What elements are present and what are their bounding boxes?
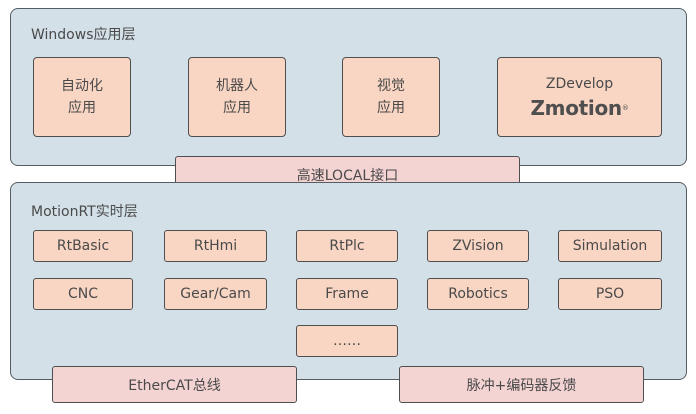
module-zvision: ZVision bbox=[427, 230, 529, 262]
module-robotics-label: Robotics bbox=[448, 286, 508, 302]
pulse-encoder-label: 脉冲+编码器反馈 bbox=[466, 377, 577, 394]
module-frame: Frame bbox=[296, 278, 398, 310]
robot-app-line1: 机器人 bbox=[216, 78, 258, 94]
vision-app-line2: 应用 bbox=[377, 100, 405, 116]
ethercat-bus-box: EtherCAT总线 bbox=[52, 366, 297, 403]
vision-app-line1: 视觉 bbox=[377, 78, 405, 94]
zdevelop-box: ZDevelop Zmotion® bbox=[497, 57, 662, 137]
zmotion-logo: Zmotion® bbox=[530, 96, 629, 120]
module-more-label: …… bbox=[333, 333, 361, 349]
zdevelop-name: ZDevelop bbox=[545, 76, 614, 92]
module-rtbasic-label: RtBasic bbox=[56, 238, 110, 254]
module-zvision-label: ZVision bbox=[452, 238, 504, 254]
automation-app-line1: 自动化 bbox=[61, 78, 103, 94]
module-robotics: Robotics bbox=[427, 278, 529, 310]
automation-app-line2: 应用 bbox=[68, 100, 96, 116]
module-simulation: Simulation bbox=[558, 230, 662, 262]
module-pso-label: PSO bbox=[595, 286, 625, 302]
automation-app-box: 自动化 应用 bbox=[33, 57, 131, 137]
module-rthmi-label: RtHmi bbox=[193, 238, 238, 254]
windows-layer-title: Windows应用层 bbox=[31, 27, 136, 43]
module-pso: PSO bbox=[558, 278, 662, 310]
module-cnc-label: CNC bbox=[67, 286, 99, 302]
module-cnc: CNC bbox=[33, 278, 133, 310]
module-rtplc-label: RtPlc bbox=[329, 238, 365, 254]
robot-app-box: 机器人 应用 bbox=[188, 57, 286, 137]
vision-app-box: 视觉 应用 bbox=[342, 57, 440, 137]
module-rtplc: RtPlc bbox=[296, 230, 398, 262]
module-simulation-label: Simulation bbox=[572, 238, 648, 254]
pulse-encoder-box: 脉冲+编码器反馈 bbox=[399, 366, 644, 403]
module-rtbasic: RtBasic bbox=[33, 230, 133, 262]
robot-app-line2: 应用 bbox=[223, 100, 251, 116]
ethercat-bus-label: EtherCAT总线 bbox=[128, 377, 221, 394]
module-frame-label: Frame bbox=[325, 286, 369, 302]
local-interface-label: 高速LOCAL接口 bbox=[296, 167, 399, 184]
motionrt-layer-title: MotionRT实时层 bbox=[31, 204, 138, 220]
module-gear-cam: Gear/Cam bbox=[164, 278, 267, 310]
module-more: …… bbox=[296, 325, 398, 357]
module-gear-cam-label: Gear/Cam bbox=[180, 286, 251, 302]
module-rthmi: RtHmi bbox=[164, 230, 267, 262]
